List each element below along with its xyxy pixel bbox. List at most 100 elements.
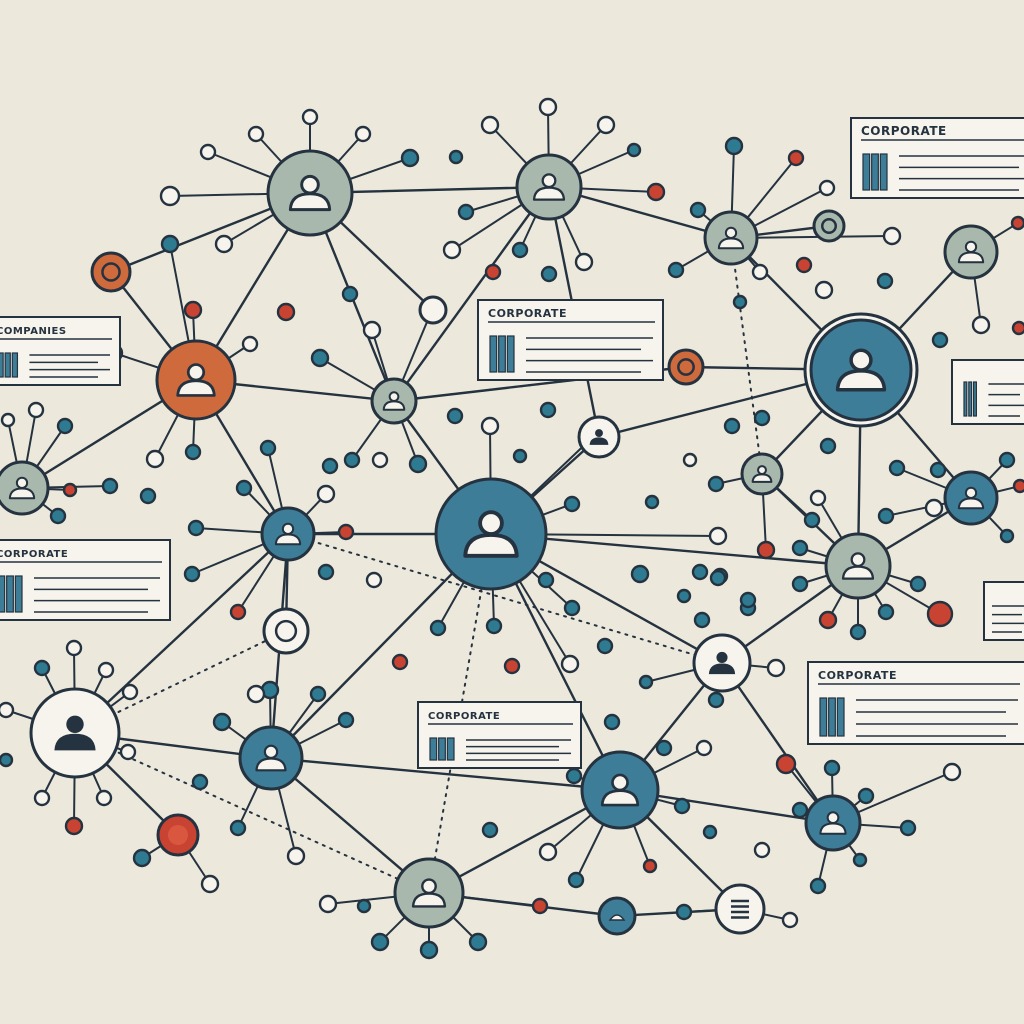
satellite-dot — [132, 848, 152, 868]
corporate-cards: CORPORATECORPORATECOMPANIESCORPORATECORP… — [0, 117, 1024, 769]
satellite-dot — [512, 448, 528, 464]
person-hub-orange — [155, 339, 237, 421]
satellite-dot — [309, 685, 327, 703]
satellite-dot — [638, 674, 654, 690]
satellite-dot — [971, 315, 991, 335]
satellite-dot — [0, 412, 16, 428]
satellite-dot — [362, 320, 382, 340]
satellite-dot — [626, 142, 642, 158]
person-icon — [532, 173, 566, 201]
bar-chart-icon — [0, 352, 19, 378]
satellite-dot — [276, 302, 296, 322]
satellite-dot — [857, 787, 875, 805]
satellite-dot — [448, 149, 464, 165]
satellite-dot — [739, 591, 757, 609]
satellite-dot — [49, 507, 67, 525]
satellite-dot — [316, 484, 336, 504]
bar-chart-icon — [0, 575, 23, 613]
satellite-dot — [646, 182, 666, 202]
person-hub-small-center-left — [370, 377, 418, 425]
satellite-dot — [184, 443, 202, 461]
satellite-dot — [787, 149, 805, 167]
satellite-dot — [540, 265, 558, 283]
satellite-dot — [159, 185, 181, 207]
satellite-dot — [795, 256, 813, 274]
satellite-dot — [753, 409, 771, 427]
satellite-dot — [924, 498, 944, 518]
document-icon — [731, 899, 749, 919]
satellite-dot — [247, 125, 265, 143]
person-hub-top-left — [266, 149, 354, 237]
satellite-dot — [877, 603, 895, 621]
satellite-dot — [235, 479, 253, 497]
satellite-dot — [511, 241, 529, 259]
satellite-dot — [286, 846, 306, 866]
satellite-dot — [317, 563, 335, 581]
satellite-dot — [259, 439, 277, 457]
person-icon — [411, 878, 447, 908]
satellite-dot — [0, 701, 15, 719]
person-hub-bottom-right — [804, 794, 862, 852]
card-frame — [0, 539, 171, 621]
bar-chart-icon — [489, 335, 515, 373]
satellite-dot — [756, 540, 776, 560]
satellite-dot — [596, 637, 614, 655]
satellite-dot — [676, 588, 692, 604]
satellite-dot — [354, 125, 372, 143]
satellite-dot — [537, 571, 555, 589]
satellite-dot — [341, 285, 359, 303]
satellite-dot — [998, 451, 1016, 469]
person-icon — [54, 715, 96, 751]
satellite-dot — [199, 143, 217, 161]
satellite-dot — [596, 115, 616, 135]
dotted-connection — [393, 366, 687, 402]
satellite-dot — [926, 600, 954, 628]
person-hub-lower-right — [824, 532, 892, 600]
bar-chart-icon — [819, 697, 845, 737]
satellite-dot — [644, 494, 660, 510]
card-right-mid: CORPORATE — [807, 661, 1024, 745]
satellite-dot — [370, 932, 390, 952]
red-node-bottom-left — [156, 813, 200, 857]
blank-node-bottom — [597, 896, 637, 936]
satellite-dot — [818, 610, 838, 630]
dotted-connection — [287, 533, 723, 664]
satellite-dot — [191, 773, 209, 791]
satellite-dot — [931, 331, 949, 349]
card-left-mid: CORPORATE — [0, 539, 171, 621]
person-icon — [274, 522, 302, 546]
satellite-dot — [673, 797, 691, 815]
person-hub-upper-right — [703, 210, 759, 266]
hub-nodes — [0, 149, 999, 936]
card-title: CORPORATE — [488, 307, 567, 320]
person-hub-right-mid — [740, 452, 784, 496]
satellite-dot — [457, 203, 475, 221]
card-title: COMPANIES — [0, 326, 67, 337]
satellite-dot — [356, 898, 372, 914]
satellite-dot — [391, 653, 409, 671]
satellite-dot — [809, 877, 827, 895]
satellite-dot — [400, 148, 420, 168]
satellite-dot — [753, 841, 771, 859]
dotted-connection — [730, 237, 763, 475]
satellite-dot — [655, 739, 673, 757]
satellite-dot — [693, 611, 711, 629]
person-hub-left-edge — [0, 460, 50, 516]
satellite-dot — [212, 712, 232, 732]
satellite-dot — [419, 940, 439, 960]
bar-chart-icon — [429, 737, 455, 761]
satellite-dot — [246, 684, 266, 704]
satellite-dot — [781, 911, 799, 929]
satellite-dot — [95, 789, 113, 807]
satellite-dot — [709, 569, 727, 587]
satellite-dot — [707, 475, 725, 493]
satellite-dot — [229, 819, 247, 837]
person-icon — [589, 429, 609, 445]
person-icon — [957, 240, 985, 264]
satellite-dot — [503, 657, 521, 675]
satellite-dot — [708, 526, 728, 546]
satellite-dot — [229, 603, 247, 621]
person-hub-white-right — [577, 415, 621, 459]
satellite-dot — [642, 858, 658, 874]
card-upper-center: CORPORATE — [477, 299, 664, 381]
